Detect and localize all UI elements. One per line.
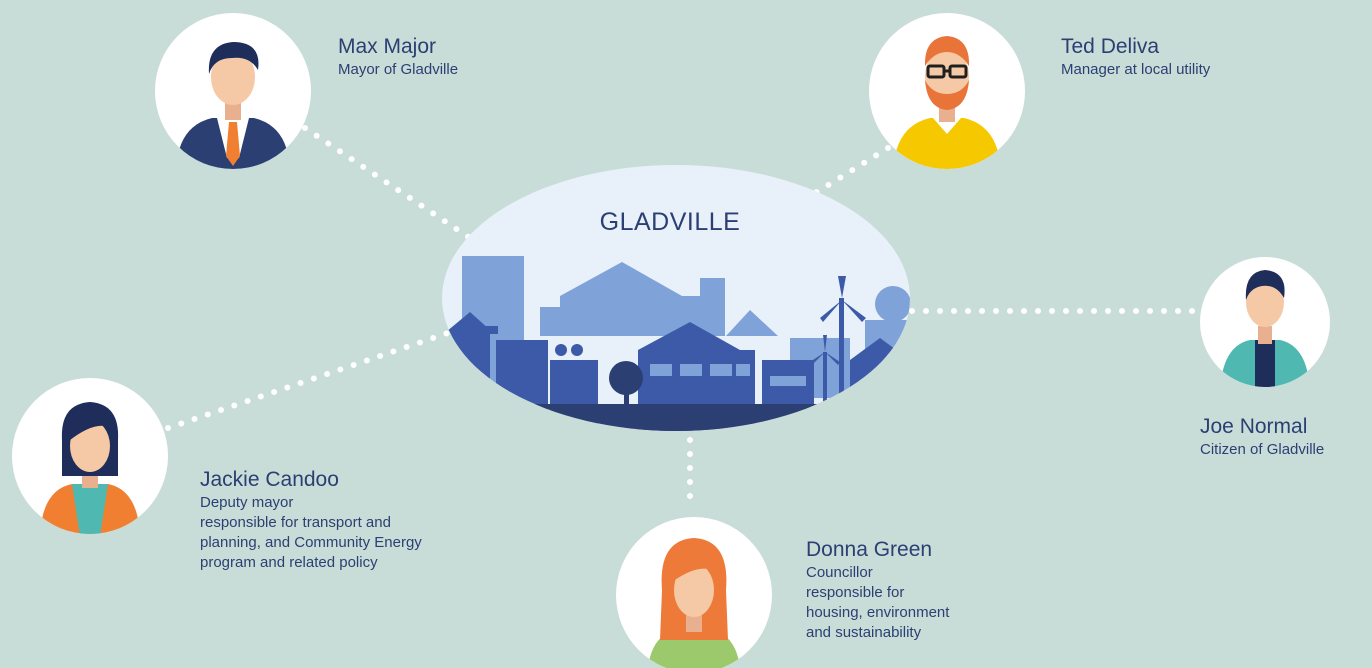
avatar-donna-green <box>616 517 772 668</box>
person-role: program and related policy <box>200 554 378 571</box>
person-name: Joe Normal <box>1200 415 1308 438</box>
person-role: Councillor <box>806 564 873 581</box>
person-role: responsible for transport and <box>200 514 391 531</box>
connector-ted <box>809 145 891 198</box>
person-role: Mayor of Gladville <box>338 61 459 78</box>
person-role: Manager at local utility <box>1061 61 1211 78</box>
avatar-max-major <box>155 13 311 169</box>
connector-jackie <box>165 330 451 431</box>
person-role: responsible for <box>806 584 905 601</box>
person-label-joe-normal: Joe Normal Citizen of Gladville <box>1200 414 1324 460</box>
connector-max <box>302 125 473 241</box>
avatar-ted-deliva <box>869 13 1025 169</box>
person-label-donna-green: Donna Green Councillor responsible for h… <box>806 537 949 643</box>
avatar-jackie-candoo <box>12 378 168 534</box>
person-role: and sustainability <box>806 624 922 641</box>
person-role: planning, and Community Energy <box>200 534 422 551</box>
person-role: Citizen of Gladville <box>1200 441 1325 458</box>
person-name: Max Major <box>338 35 437 58</box>
person-label-ted-deliva: Ted Deliva Manager at local utility <box>1061 34 1210 80</box>
person-role: housing, environment <box>806 604 950 621</box>
city-illustration <box>442 165 910 431</box>
person-name: Jackie Candoo <box>200 468 339 491</box>
person-label-jackie-candoo: Jackie Candoo Deputy mayor responsible f… <box>200 467 422 573</box>
person-name: Ted Deliva <box>1061 35 1160 58</box>
avatar-joe-normal <box>1200 257 1330 387</box>
person-name: Donna Green <box>806 538 933 561</box>
city-title: GLADVILLE <box>599 208 741 236</box>
person-role: Deputy mayor <box>200 494 294 511</box>
person-label-max-major: Max Major Mayor of Gladville <box>338 34 458 80</box>
